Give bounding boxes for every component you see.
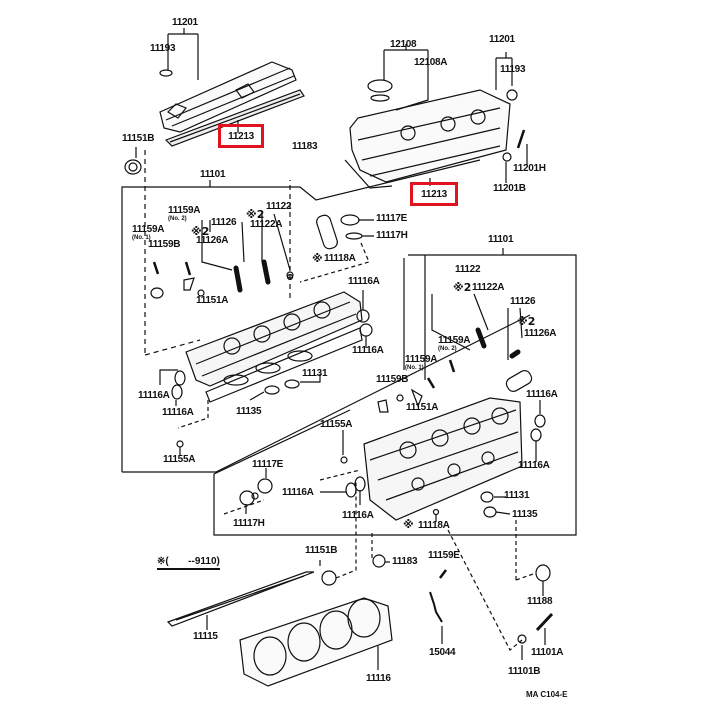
note-mark: ※2 — [191, 225, 210, 238]
part-label[interactable]: 11122 — [266, 201, 292, 212]
part-label[interactable]: 11155A — [163, 454, 196, 465]
part-label[interactable]: 11116A — [518, 460, 550, 471]
part-label[interactable]: 11151B — [122, 133, 155, 144]
right-cylinder-head-drawing — [363, 397, 523, 521]
oil-cap-drawing — [367, 79, 393, 93]
part-label[interactable]: 11201B — [493, 183, 526, 194]
part-label[interactable]: 11201 — [489, 34, 515, 45]
note-mark: ※ — [403, 518, 414, 531]
part-label[interactable]: 11126 — [211, 217, 237, 228]
footnote-text: ( --9110) — [165, 556, 220, 567]
part-label[interactable]: 11135 — [236, 406, 262, 417]
part-label[interactable]: 11151B — [305, 545, 338, 556]
left-grommet-drawing — [159, 69, 173, 77]
part-label[interactable]: 11159B — [148, 239, 181, 250]
part-label[interactable]: 11118A — [324, 253, 356, 264]
part-label[interactable]: 11159E — [428, 550, 460, 561]
part-label[interactable]: 12108 — [390, 39, 417, 50]
part-label[interactable]: 11117E — [376, 213, 408, 224]
part-label[interactable]: 11101 — [200, 169, 226, 180]
right-tappet-drawing — [505, 370, 533, 392]
part-label[interactable]: 11201H — [513, 163, 546, 174]
part-label[interactable]: 11116A — [162, 407, 194, 418]
part-sublabel: (No. 2) — [438, 346, 457, 352]
part-label[interactable]: 11188 — [527, 596, 553, 607]
note-mark: ※2 — [517, 315, 536, 328]
part-label[interactable]: 11117H — [233, 518, 265, 529]
diagram-code: MA C104-E — [526, 690, 568, 699]
part-label[interactable]: 11201 — [172, 17, 198, 28]
part-label[interactable]: 11116 — [366, 673, 391, 684]
note-mark: ※2 — [246, 208, 265, 221]
note-mark: ※2 — [453, 281, 472, 294]
part-label[interactable]: 11101 — [488, 234, 514, 245]
bottom-seal-drawing — [321, 570, 337, 586]
part-sublabel: (No. 1) — [132, 235, 151, 241]
part-label-11213-left: 11213 — [228, 130, 254, 142]
footnote-marker: ※ — [157, 556, 166, 567]
part-label[interactable]: 11101B — [508, 666, 541, 677]
part-label[interactable]: 11116A — [348, 276, 380, 287]
part-label[interactable]: 11159A — [438, 335, 471, 346]
part-label[interactable]: 11122A — [472, 282, 505, 293]
part-label[interactable]: 15044 — [429, 647, 456, 658]
part-label[interactable]: 11116A — [342, 510, 374, 521]
left-valve-cover-drawing — [159, 61, 305, 147]
part-label[interactable]: 11159A — [132, 224, 165, 235]
footnote-date-range: ※( --9110) — [157, 557, 220, 570]
highlight-box-right-11213[interactable]: 11213 — [410, 182, 458, 206]
note-mark: ※ — [312, 252, 323, 265]
part-label[interactable]: 12108A — [414, 57, 448, 68]
part-label[interactable]: 11151A — [406, 402, 439, 413]
head-gasket-drawing — [239, 597, 393, 687]
highlight-box-left-11213[interactable]: 11213 — [218, 124, 264, 148]
part-label[interactable]: 11155A — [320, 419, 353, 430]
part-label[interactable]: 11126A — [524, 328, 557, 339]
part-label[interactable]: 11159A — [168, 205, 201, 216]
left-tappet-drawing — [316, 214, 338, 250]
part-label[interactable]: 11126A — [196, 235, 229, 246]
left-head-group-box — [121, 159, 481, 472]
part-label[interactable]: 11151A — [196, 295, 229, 306]
part-label[interactable]: 11118A — [418, 520, 450, 531]
thin-gasket-drawing — [166, 571, 315, 627]
part-label[interactable]: 11193 — [150, 43, 176, 54]
part-label[interactable]: 11117H — [376, 230, 408, 241]
part-label[interactable]: 11122 — [455, 264, 481, 275]
part-label[interactable]: 11116A — [352, 345, 384, 356]
part-label[interactable]: 11126 — [510, 296, 536, 307]
part-label[interactable]: 11159A — [405, 354, 438, 365]
part-label[interactable]: 11122A — [250, 219, 283, 230]
left-cylinder-head-drawing — [185, 291, 363, 403]
right-head-group-box — [213, 254, 577, 536]
part-sublabel: (No. 2) — [168, 216, 187, 222]
part-label[interactable]: 11131 — [504, 490, 530, 501]
part-label[interactable]: 11131 — [302, 368, 328, 379]
part-label[interactable]: 11116A — [282, 487, 314, 498]
part-sublabel: (No. 1) — [405, 365, 424, 371]
part-label[interactable]: 11183 — [292, 141, 318, 152]
part-label[interactable]: 11135 — [512, 509, 538, 520]
part-label[interactable]: 11116A — [138, 390, 170, 401]
part-label[interactable]: 11159B — [376, 374, 409, 385]
part-label[interactable]: 11193 — [500, 64, 526, 75]
part-label[interactable]: 11116A — [526, 389, 558, 400]
part-label[interactable]: 11101A — [531, 647, 564, 658]
part-label[interactable]: 11117E — [252, 459, 284, 470]
left-seal-drawing — [124, 159, 142, 175]
part-label[interactable]: 11183 — [392, 556, 418, 567]
part-label[interactable]: 11115 — [193, 631, 218, 642]
part-label-11213-right: 11213 — [421, 188, 447, 200]
